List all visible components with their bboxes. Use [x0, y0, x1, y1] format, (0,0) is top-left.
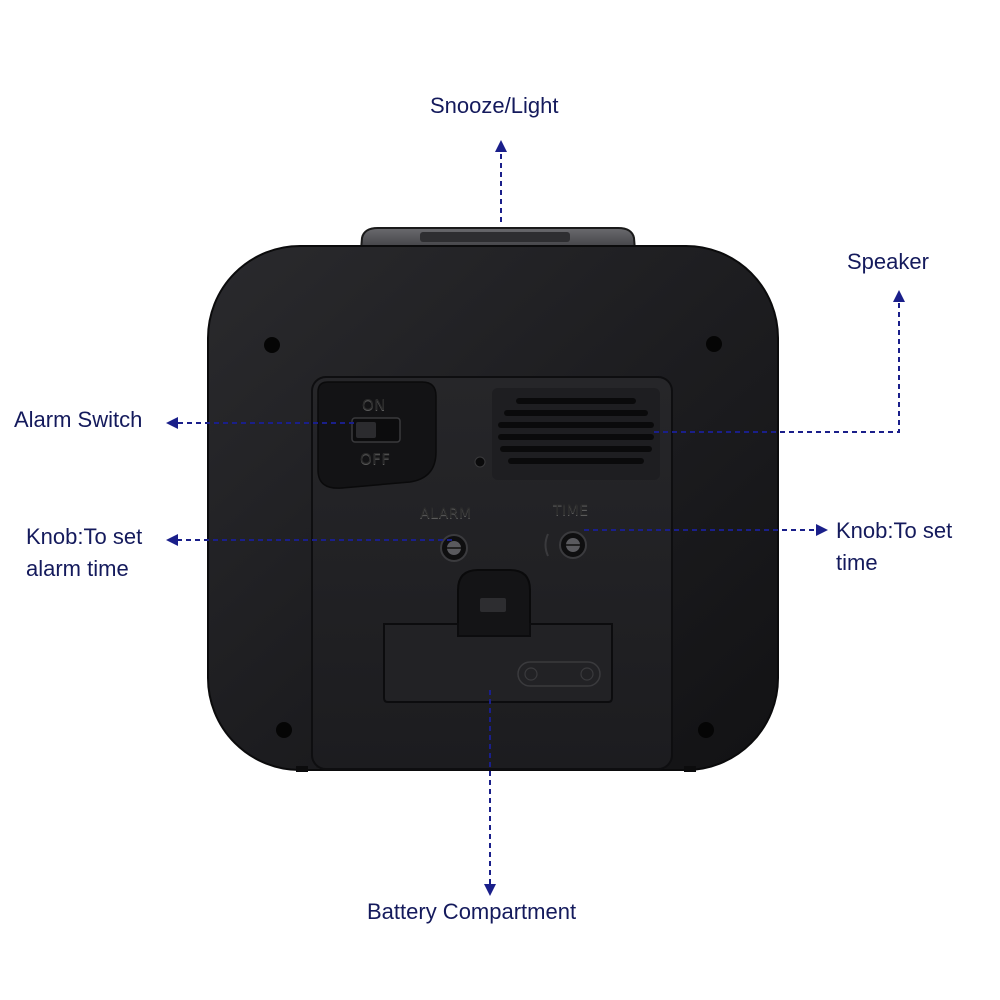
- battery-compartment-label: Battery Compartment: [367, 899, 577, 924]
- alarm-knob-marking: ALARM: [420, 506, 472, 522]
- switch-off-marking: OFF: [360, 450, 391, 468]
- screw-hole: [264, 337, 280, 353]
- time-knob-label: Knob:To set time: [836, 515, 952, 579]
- arrow-down-icon: [484, 884, 496, 896]
- switch-on-marking: ON: [362, 396, 387, 414]
- alarm-knob-label-line2: alarm time: [26, 556, 129, 581]
- arrow-left-icon: [166, 417, 178, 429]
- arrow-left-icon: [166, 534, 178, 546]
- screw-hole: [276, 722, 292, 738]
- alarm-knob-label: Knob:To set alarm time: [26, 521, 142, 585]
- callout-arrowheads: [166, 140, 905, 896]
- arrow-up-icon: [893, 290, 905, 302]
- time-knob[interactable]: [544, 531, 587, 559]
- battery-compartment-cover[interactable]: [383, 623, 613, 703]
- arrow-right-icon: [816, 524, 828, 536]
- alarm-switch-label: Alarm Switch: [14, 407, 143, 432]
- snooze-light-label: Snooze/Light: [430, 93, 559, 118]
- alarm-knob-label-line1: Knob:To set: [26, 524, 143, 549]
- alarm-knob[interactable]: [440, 534, 468, 562]
- time-knob-label-line1: Knob:To set: [836, 518, 953, 543]
- speaker-callout-line: [654, 300, 900, 433]
- time-knob-label-line2: time: [836, 550, 878, 575]
- screw-hole: [698, 722, 714, 738]
- speaker-grille: [492, 388, 660, 480]
- reset-hole: [474, 456, 486, 468]
- arrow-up-icon: [495, 140, 507, 152]
- speaker-label: Speaker: [847, 249, 929, 274]
- screw-hole: [706, 336, 722, 352]
- callout-lines: [176, 148, 900, 886]
- time-knob-marking: TIME: [553, 503, 589, 519]
